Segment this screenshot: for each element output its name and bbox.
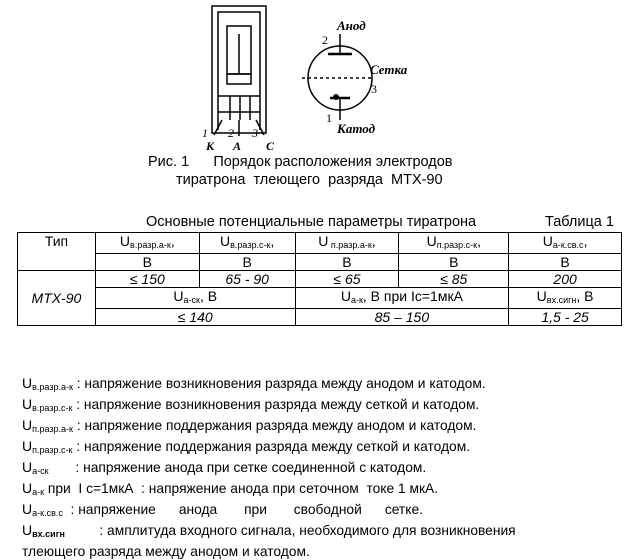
- legend-item: Uвх.сигн : амплитуда входного сигнала, н…: [22, 522, 516, 539]
- subheader-col2: Uа-к, В при Iс=1мкА: [294, 287, 510, 309]
- value-cell: ≤ 65: [294, 270, 400, 288]
- figure-caption-line2: тиратрона тлеющего разряда МТХ-90: [176, 172, 443, 188]
- value-cell: ≤ 140: [94, 308, 296, 326]
- header-col2: Uв.разр.с-к,: [198, 232, 296, 254]
- figure-caption-line1: Рис. 1 Порядок расположения электродов: [148, 154, 453, 170]
- unit-col4: В: [398, 253, 510, 271]
- header-col3: U п.разр.а-к,: [294, 232, 400, 254]
- value-cell: 65 - 90: [198, 270, 296, 288]
- parameters-table: Тип Uв.разр.а-к, Uв.разр.с-к, U п.разр.а…: [17, 232, 622, 326]
- legend-item: Uп.разр.а-к : напряжение поддержания раз…: [22, 417, 477, 434]
- table-number: Таблица 1: [545, 214, 614, 230]
- pin-number-2: 2: [228, 126, 234, 140]
- subheader-col1: Uа-ск, В: [94, 287, 296, 309]
- pin-number-1: 1: [202, 126, 208, 140]
- table-row: МТХ-90 ≤ 150 65 - 90 ≤ 65 ≤ 85 200: [17, 270, 622, 326]
- subheader-col3: Uвх.сигн, В: [508, 287, 622, 309]
- value-cell: 85 – 150: [294, 308, 510, 326]
- unit-col3: В: [294, 253, 400, 271]
- tube-drawing: [211, 5, 267, 136]
- header-col1: Uв.разр.а-к,: [94, 232, 200, 254]
- value-cell: 1,5 - 25: [508, 308, 622, 326]
- table-subheader-row: Uа-ск, В Uа-к, В при Iс=1мкА Uвх.сигн, В: [18, 287, 622, 309]
- pin-label-k: К: [205, 139, 215, 153]
- thyratron-symbol: [302, 34, 374, 120]
- table-unit-row: В В В В В: [18, 253, 622, 271]
- header-col4: Uп.разр.с-к,: [398, 232, 510, 254]
- legend-item: тлеющего разряда между анодом и катодом.: [22, 544, 310, 559]
- grid-dot: [333, 94, 339, 100]
- table-header-row: Тип Uв.разр.а-к, Uв.разр.с-к, U п.разр.а…: [17, 232, 622, 271]
- header-col5: Uа-к.св.с,: [508, 232, 622, 254]
- table-title: Основные потенциальные параметры тиратро…: [146, 214, 477, 230]
- cathode-number: 1: [326, 111, 332, 125]
- legend-item: Uа-к при I с=1мкА : напряжение анода при…: [22, 480, 439, 497]
- legend-item: Uв.разр.с-к : напряжение возникновения р…: [22, 396, 480, 413]
- pin-label-a: А: [232, 139, 241, 153]
- cathode-label: Катод: [336, 121, 376, 136]
- pin-number-3: 3: [251, 126, 258, 140]
- unit-col5: В: [508, 253, 622, 271]
- figure-drawing: 1 2 3 К А С Анод 2 Сетка 3 1 Катод: [202, 5, 408, 153]
- anode-number: 2: [322, 33, 328, 47]
- legend-item: Uа-к.св.с : напряжение анода при свободн…: [22, 501, 423, 518]
- unit-col2: В: [198, 253, 296, 271]
- legend-item: Uа-ск : напряжение анода при сетке соеди…: [22, 459, 427, 476]
- legend-item: Uп.разр.с-к : напряжение поддержания раз…: [22, 438, 471, 455]
- value-cell: ≤ 85: [398, 270, 510, 288]
- anode-label: Анод: [336, 18, 366, 33]
- table-row: ≤ 140 85 – 150 1,5 - 25: [18, 308, 622, 326]
- value-cell: ≤ 150: [94, 270, 200, 288]
- grid-label: Сетка: [370, 62, 408, 77]
- type-cell: МТХ-90: [17, 270, 96, 326]
- legend-list: Uв.разр.а-к : напряжение возникновения р…: [22, 375, 632, 560]
- value-cell: 200: [508, 270, 622, 288]
- legend-item: Uв.разр.а-к : напряжение возникновения р…: [22, 375, 486, 392]
- header-type: Тип: [17, 232, 96, 271]
- unit-col1: В: [94, 253, 200, 271]
- pin-label-c: С: [266, 139, 275, 153]
- grid-number: 3: [371, 82, 377, 96]
